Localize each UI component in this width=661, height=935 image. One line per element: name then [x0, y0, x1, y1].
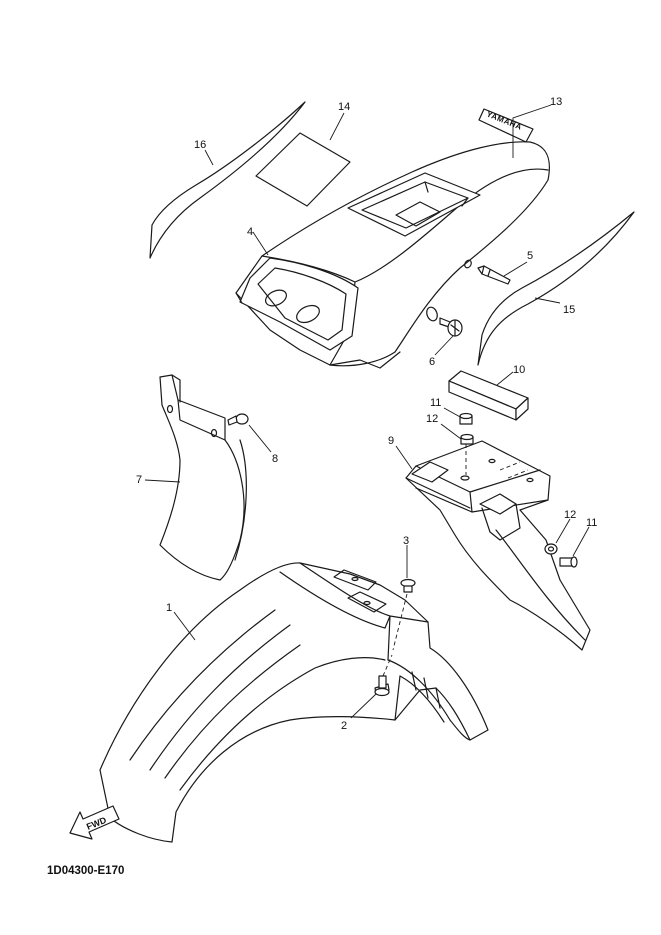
callout-6: 6: [429, 356, 435, 368]
callout-8: 8: [272, 453, 278, 465]
leader-lines: [144, 104, 590, 719]
callout-14: 14: [338, 101, 350, 113]
part-16-side-stripe-left: [149, 101, 306, 259]
part-15-side-stripe-right: [477, 211, 635, 366]
diagram-code: 1D04300-E170: [47, 865, 124, 877]
part-6-screw: [426, 306, 463, 337]
callout-4: 4: [247, 226, 253, 238]
part-12-collar-upper: [460, 433, 474, 445]
part-7-mud-guard: [159, 374, 247, 581]
part-9-flap-bracket: [405, 440, 591, 651]
callout-15: 15: [563, 304, 575, 316]
part-2-bolt: [374, 654, 393, 697]
callout-1: 1: [166, 602, 172, 614]
callout-2: 2: [341, 720, 347, 732]
part-1-front-fender: [99, 562, 489, 843]
callout-3: 3: [403, 535, 409, 547]
callout-9: 9: [388, 435, 394, 447]
callout-5: 5: [527, 250, 533, 262]
callout-12-upper: 12: [426, 413, 438, 425]
part-5-pin: [464, 259, 511, 285]
part-12-collar-right: [544, 543, 558, 555]
part-10-rubber-block: [448, 370, 529, 421]
callout-10: 10: [513, 364, 525, 376]
part-3-screw: [392, 578, 416, 651]
part-4-rear-fender: [235, 141, 551, 369]
callout-11-upper: 11: [430, 397, 441, 409]
part-14-decal-sheet: [255, 132, 351, 207]
part-8-screw: [227, 413, 249, 426]
callout-7: 7: [136, 474, 142, 486]
callout-16: 16: [194, 139, 206, 151]
part-11-bolt-right: [559, 556, 578, 568]
callout-12-right: 12: [564, 509, 576, 521]
callout-13: 13: [550, 96, 562, 108]
callout-labels: 13 14 16 4 5 15 6 10 11 12 9 8 7 12 11 3…: [136, 96, 597, 732]
part-11-bolt-upper: [459, 412, 473, 425]
callout-11-right: 11: [586, 517, 597, 529]
fwd-direction-arrow: FWD: [69, 805, 120, 840]
